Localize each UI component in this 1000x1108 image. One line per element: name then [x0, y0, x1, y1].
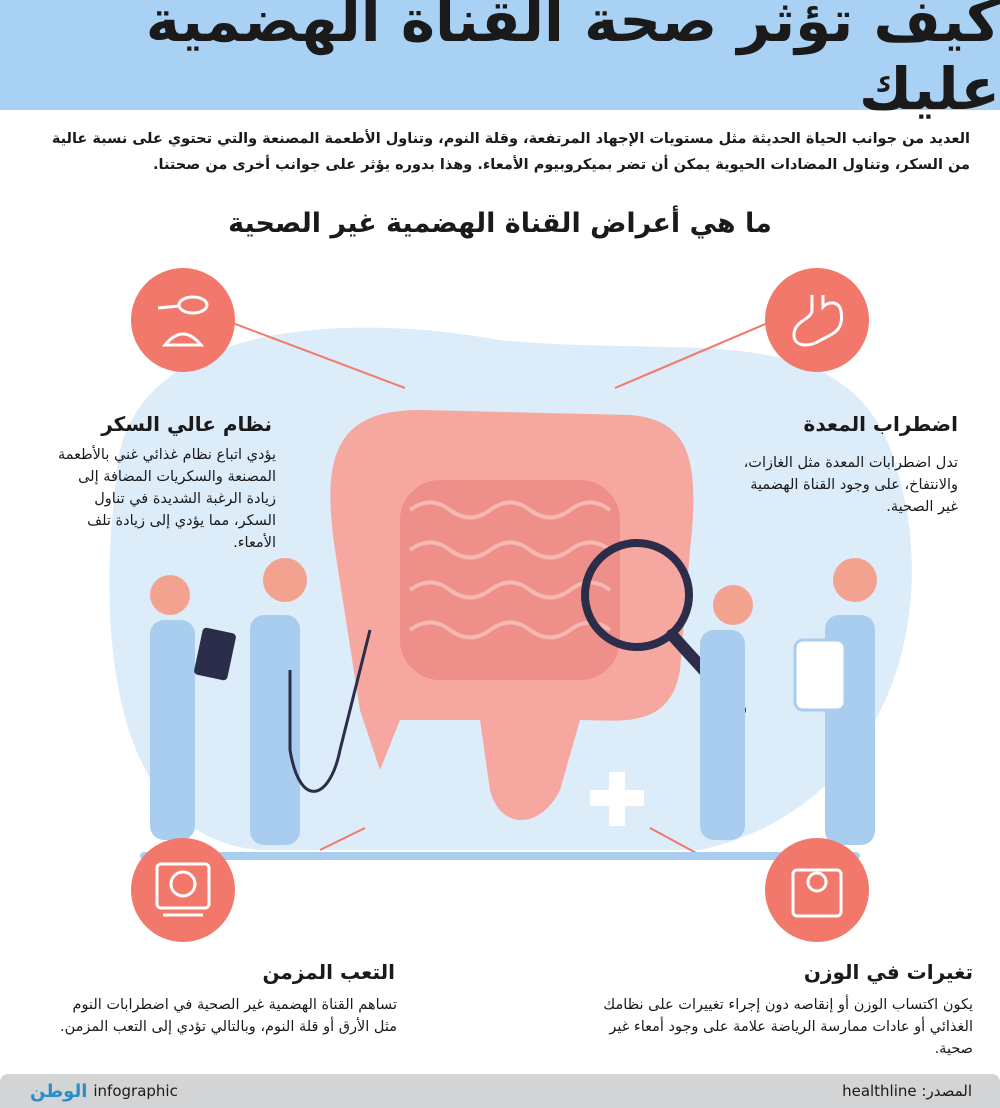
footer-label: infographic [93, 1082, 178, 1100]
alwatan-logo: الوطن [30, 1080, 88, 1102]
symptom-title-weight: تغيرات في الوزن [803, 960, 973, 984]
weight-scale-icon [765, 838, 869, 942]
source-credit: المصدر: healthline [842, 1082, 972, 1100]
small-intestine [400, 480, 620, 680]
endoscope-cable [288, 629, 372, 793]
symptom-body-stomach: تدل اضطرابات المعدة مثل الغازات، والانتف… [743, 455, 958, 515]
medical-cross-icon [590, 772, 644, 826]
clipboard-icon [194, 627, 236, 681]
section-subtitle: ما هي أعراض القناة الهضمية غير الصحية [228, 208, 772, 239]
symptom-title-fatigue: التعب المزمن [262, 960, 395, 984]
symptom-body-sugar: يؤدي اتباع نظام غذائي غني بالأطعمة المصن… [57, 447, 276, 551]
sugar-spoon-icon [131, 268, 235, 372]
symptom-title-sugar: نظام عالي السكر [101, 412, 272, 436]
stomach-icon [765, 268, 869, 372]
floor-line [140, 852, 860, 860]
connector-line [229, 321, 406, 389]
header-banner: كيف تؤثر صحة القناة الهضمية عليك [0, 0, 1000, 123]
tired-face-icon [131, 838, 235, 942]
intro-text: العديد من جوانب الحياة الحديثة مثل مستوي… [51, 131, 970, 173]
doctor-figures [150, 558, 877, 845]
connector-line [614, 321, 771, 389]
medicine-bottle-icon [793, 638, 847, 712]
connector-line [319, 827, 366, 851]
footer-brand: الوطن infographic [30, 1081, 178, 1102]
connector-line [649, 827, 701, 856]
intestine-folds [408, 500, 612, 640]
symptom-title-stomach: اضطراب المعدة [803, 412, 958, 436]
page-title: كيف تؤثر صحة القناة الهضمية عليك [145, 0, 1000, 123]
magnifying-glass-icon [581, 539, 693, 651]
illustration-digestive-tract [109, 321, 912, 860]
symptom-body-weight: يكون اكتساب الوزن أو إنقاصه دون إجراء تغ… [603, 997, 973, 1057]
symptom-body-fatigue: تساهم القناة الهضمية غير الصحية في اضطرا… [60, 997, 397, 1035]
footer: الوطن infographic المصدر: healthline [0, 1074, 1000, 1108]
